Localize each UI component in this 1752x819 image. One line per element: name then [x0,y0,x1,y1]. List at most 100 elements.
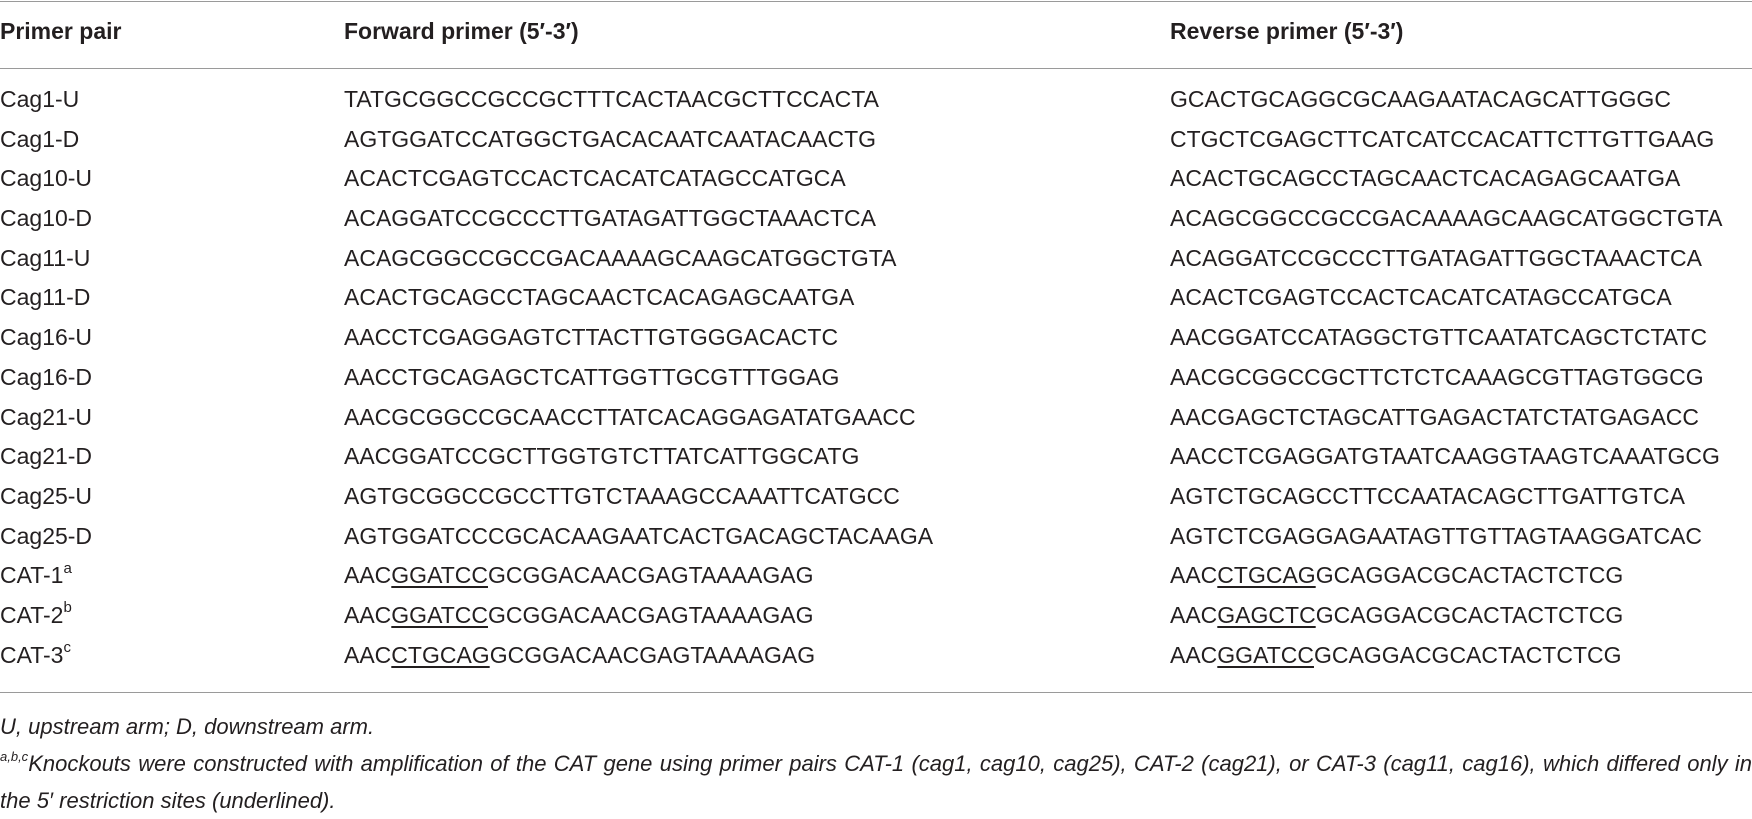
primer-pair-name: Cag16-D [0,358,92,398]
forward-primer-sequence: ACAGGATCCGCCCTTGATAGATTGGCTAAACTCA [344,199,876,239]
sequence-segment: ACACTCGAGTCCACTCACATCATAGCCATGCA [1170,284,1672,311]
reverse-primer-sequence: AACGGATCCGCAGGACGCACTACTCTCG [1170,636,1622,676]
restriction-site: CTGCAG [391,641,490,668]
forward-primer-sequence: AACGGATCCGCTTGGTGTCTTATCATTGGCATG [344,437,859,477]
restriction-site: GGATCC [391,601,488,628]
footnote-abbreviations: U, upstream arm; D, downstream arm. [0,714,375,739]
table-footnotes: U, upstream arm; D, downstream arm. a,b,… [0,708,1752,819]
sequence-segment: AACGGATCCGCTTGGTGTCTTATCATTGGCATG [344,443,860,470]
restriction-site: GGATCC [1217,641,1314,668]
sequence-segment: AACCTCGAGGAGTCTTACTTGTGGGACACTC [344,324,839,351]
sequence-segment: GCGGACAACGAGTAAAAGAG [487,562,814,589]
sequence-segment: GCACTGCAGGCGCAAGAATACAGCATTGGGC [1170,86,1671,112]
reverse-primer-sequence: ACACTGCAGCCTAGCAACTCACAGAGCAATGA [1170,159,1680,199]
forward-primer-sequence: AACGGATCCGCGGACAACGAGTAAAAGAG [344,556,813,596]
reverse-primer-sequence: GCACTGCAGGCGCAAGAATACAGCATTGGGC [1170,80,1671,120]
sequence-segment: AAC [1170,562,1218,589]
primer-pair-label: CAT-1 [0,562,64,589]
primer-pair-label: Cag25-D [0,522,93,549]
table-row: Cag10-U ACACTCGAGTCCACTCACATCATAGCCATGCA A… [0,159,1752,199]
table-header-rule [0,68,1752,69]
forward-primer-sequence: AGTGGATCCCGCACAAGAATCACTGACAGCTACAAGA [344,517,933,557]
primer-pair-name: Cag25-D [0,517,92,557]
reverse-primer-sequence: ACAGCGGCCGCCGACAAAAGCAAGCATGGCTGTA [1170,199,1722,239]
primer-pair-label: Cag11-U [0,244,91,271]
sequence-segment: AAC [1170,601,1218,628]
primer-pair-label: Cag10-D [0,205,93,232]
sequence-segment: AAC [344,562,392,589]
primer-pair-label: Cag25-U [0,482,93,509]
sequence-segment: AACCTCGAGGATGTAATCAAGGTAAGTCAAATGCG [1170,443,1720,470]
primer-pair-label: Cag21-U [0,403,93,430]
primer-pair-label: Cag21-D [0,443,93,470]
reverse-primer-sequence: ACACTCGAGTCCACTCACATCATAGCCATGCA [1170,278,1672,318]
restriction-site: GGATCC [391,562,488,589]
primer-pair-name: Cag10-U [0,159,92,199]
primer-pair-name: CAT-2b [0,596,72,636]
reverse-primer-sequence: AACCTCGAGGATGTAATCAAGGTAAGTCAAATGCG [1170,437,1720,477]
sequence-segment: AACGCGGCCGCAACCTTATCACAGGAGATATGAACC [344,403,916,430]
sequence-segment: AAC [344,641,392,668]
primer-pair-label: Cag1-U [0,86,80,112]
sequence-segment: ACAGGATCCGCCCTTGATAGATTGGCTAAACTCA [344,205,876,232]
sequence-segment: AAC [1170,641,1218,668]
sequence-segment: AACCTGCAGAGCTCATTGGTTGCGTTTGGAG [344,363,840,390]
table-row: Cag11-D ACACTGCAGCCTAGCAACTCACAGAGCAATGA A… [0,278,1752,318]
forward-primer-sequence: ACACTGCAGCCTAGCAACTCACAGAGCAATGA [344,278,854,318]
header-primer-pair: Primer pair [0,18,122,44]
reverse-primer-sequence: AGTCTGCAGCCTTCCAATACAGCTTGATTGTCA [1170,477,1685,517]
header-reverse-primer: Reverse primer (5′-3′) [1170,18,1404,44]
primer-pair-name: Cag10-D [0,199,92,239]
restriction-site: CTGCAG [1217,562,1316,589]
sequence-segment: AGTGGATCCCGCACAAGAATCACTGACAGCTACAAGA [344,522,934,549]
footnote-marker: b [63,599,72,617]
forward-primer-sequence: AACCTCGAGGAGTCTTACTTGTGGGACACTC [344,318,838,358]
primer-pair-name: Cag16-U [0,318,92,358]
reverse-primer-sequence: AACGGATCCATAGGCTGTTCAATATCAGCTCTATC [1170,318,1707,358]
reverse-primer-sequence: AACGAGCTCGCAGGACGCACTACTCTCG [1170,596,1623,636]
sequence-segment: ACAGCGGCCGCCGACAAAAGCAAGCATGGCTGTA [1170,205,1723,232]
sequence-segment: GCAGGACGCACTACTCTCG [1313,641,1622,668]
reverse-primer-sequence: ACAGGATCCGCCCTTGATAGATTGGCTAAACTCA [1170,239,1702,279]
footnote-knockouts: a,b,cKnockouts were constructed with amp… [0,745,1752,819]
restriction-site: GAGCTC [1217,601,1316,628]
primer-pair-name: CAT-1a [0,556,72,596]
table-bottom-rule [0,692,1752,693]
sequence-segment: GCGGACAACGAGTAAAAGAG [487,601,814,628]
sequence-segment: AAC [344,601,392,628]
primer-pair-name: Cag1-U [0,80,79,120]
primer-pair-name: Cag21-U [0,398,92,438]
primer-pair-label: Cag11-D [0,284,91,311]
primer-pair-name: Cag11-U [0,239,90,279]
header-forward-primer: Forward primer (5′-3′) [344,18,579,44]
footnote-superscript: a,b,c [0,748,29,764]
primer-pair-name: Cag1-D [0,120,79,160]
forward-primer-sequence: AACGGATCCGCGGACAACGAGTAAAAGAG [344,596,813,636]
sequence-segment: ACACTGCAGCCTAGCAACTCACAGAGCAATGA [344,284,855,311]
sequence-segment: ACAGGATCCGCCCTTGATAGATTGGCTAAACTCA [1170,244,1702,271]
forward-primer-sequence: AACCTGCAGAGCTCATTGGTTGCGTTTGGAG [344,358,839,398]
primer-pair-label: CAT-2 [0,601,64,628]
sequence-segment: AACGAGCTCTAGCATTGAGACTATCTATGAGACC [1170,403,1700,430]
sequence-segment: ACACTCGAGTCCACTCACATCATAGCCATGCA [344,165,846,192]
primer-pair-name: Cag11-D [0,278,90,318]
primer-pair-name: Cag21-D [0,437,92,477]
sequence-segment: GCAGGACGCACTACTCTCG [1315,601,1624,628]
primer-pair-label: Cag16-U [0,324,93,351]
reverse-primer-sequence: CTGCTCGAGCTTCATCATCCACATTCTTGTTGAAG [1170,120,1714,160]
table-row: Cag1-D AGTGGATCCATGGCTGACACAATCAATACAACTG… [0,120,1752,160]
footnote-marker: a [63,559,72,577]
reverse-primer-sequence: AACGAGCTCTAGCATTGAGACTATCTATGAGACC [1170,398,1699,438]
sequence-segment: AGTGGATCCATGGCTGACACAATCAATACAACTG [344,125,877,152]
sequence-segment: GCAGGACGCACTACTCTCG [1315,562,1624,589]
table-top-rule [0,1,1752,2]
sequence-segment: AACGGATCCATAGGCTGTTCAATATCAGCTCTATC [1170,324,1708,351]
sequence-segment: ACACTGCAGCCTAGCAACTCACAGAGCAATGA [1170,165,1681,192]
